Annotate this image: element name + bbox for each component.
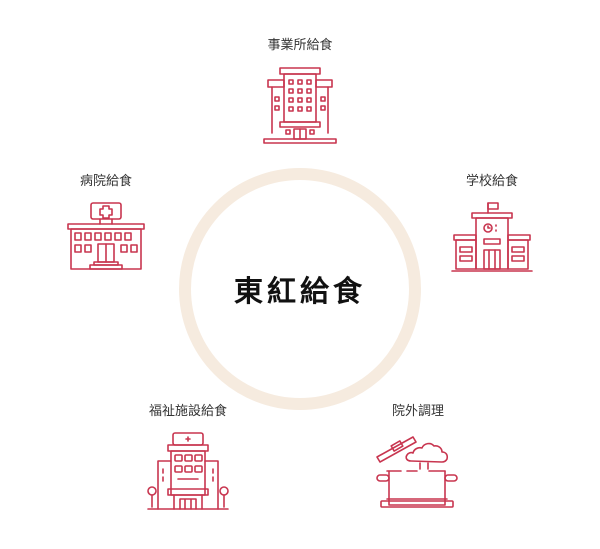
- node-label: 院外調理: [391, 404, 444, 419]
- welfare-facility-icon: [147, 432, 229, 510]
- cooking-pot-icon: [376, 436, 458, 508]
- node-school-catering: 学校給食: [422, 170, 562, 273]
- node-hospital-catering: 病院給食: [36, 170, 176, 273]
- node-offsite-cooking: 院外調理: [348, 400, 488, 511]
- node-label: 学校給食: [465, 174, 518, 189]
- company-logo-text: 東紅給食: [233, 274, 366, 308]
- node-welfare-catering: 福祉施設給食: [118, 400, 258, 511]
- node-label: 病院給食: [79, 174, 132, 189]
- node-office-catering: 事業所給食: [230, 34, 370, 145]
- node-label: 事業所給食: [267, 38, 333, 53]
- hospital-icon: [67, 202, 145, 270]
- node-label: 福祉施設給食: [148, 404, 227, 419]
- school-building-icon: [451, 202, 533, 272]
- office-building-icon: [263, 67, 337, 144]
